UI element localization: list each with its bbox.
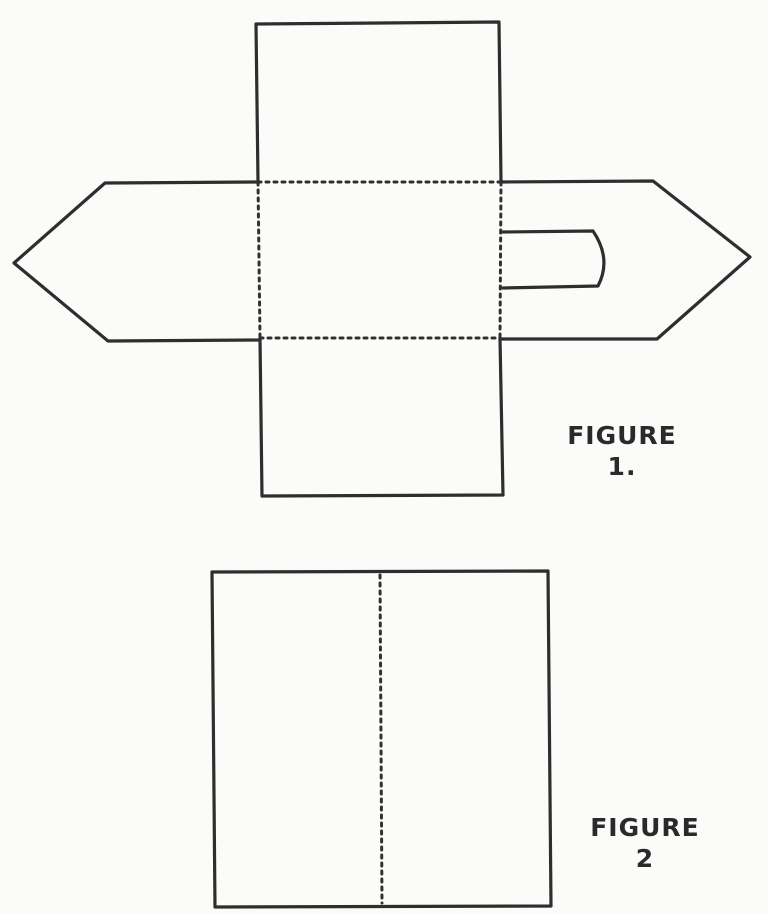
figure-1-caption-word: FIGURE [567, 421, 677, 450]
left-pointed-flap [12, 180, 262, 343]
figure-2-caption-word: FIGURE [590, 813, 700, 842]
figure-1-caption-number: 1. [607, 452, 637, 482]
fold-line-left [256, 180, 262, 340]
fold-line-right [498, 180, 503, 340]
top-flap [254, 20, 503, 184]
figure-2-caption-number: 2 [635, 844, 655, 874]
figure-2-card [210, 569, 553, 909]
right-pointed-flap [498, 179, 752, 341]
card-outline [210, 569, 553, 909]
figure-1-net [12, 20, 752, 498]
tab-slot [501, 229, 606, 290]
figure-2-caption: FIGURE 2 [580, 812, 710, 875]
figure-1-caption: FIGURE 1. [556, 420, 688, 483]
bottom-flap [258, 336, 505, 498]
card-fold-line [378, 573, 384, 905]
